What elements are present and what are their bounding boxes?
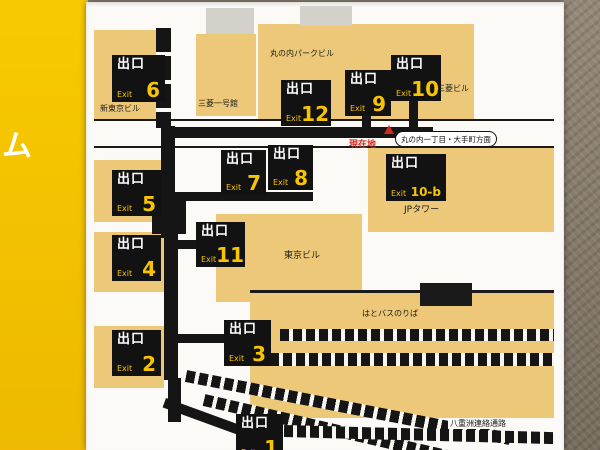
corridor-vertical-low	[164, 234, 178, 380]
building-gray-top-2	[300, 6, 352, 26]
side-panel-character: ム	[2, 129, 32, 164]
exit-en-label: Exit	[117, 90, 133, 99]
exit-jp-label: 出口	[273, 147, 302, 162]
exit-number: 7	[247, 171, 261, 195]
exit-number: 10	[411, 77, 439, 101]
label-hatobus: はとバスのりば	[362, 309, 418, 318]
exit-number: 10-b	[410, 185, 441, 199]
exit-en-label: Exit	[273, 178, 289, 187]
wall-texture	[564, 0, 600, 450]
corridor-stub-exit10	[409, 100, 418, 128]
exit-5-sign: 出口 Exit 5	[112, 170, 161, 216]
hatobus-edge-line	[250, 290, 554, 293]
corridor-exits-7-8	[171, 192, 313, 201]
exit-jp-label: 出口	[117, 172, 146, 187]
bus-terminal-structure	[420, 283, 472, 306]
exit-number: 9	[372, 92, 386, 116]
exit-4-sign: 出口 Exit 4	[112, 235, 161, 281]
exit-jp-label: 出口	[117, 57, 146, 72]
exit-1-sign: 出口 Exit 1	[236, 414, 283, 450]
exit-number: 6	[146, 78, 160, 102]
street-line-bottom	[94, 146, 554, 148]
yellow-side-panel: ム	[0, 0, 88, 450]
exit-number: 8	[294, 166, 308, 190]
exit-number: 3	[252, 342, 266, 366]
exit-7-sign: 出口 Exit 7	[221, 150, 266, 195]
exit-jp-label: 出口	[201, 224, 230, 239]
exit-jp-label: 出口	[286, 82, 315, 97]
corridor-horizontal-main	[171, 127, 433, 138]
exit-number: 12	[301, 102, 329, 126]
exit-en-label: Exit	[117, 204, 133, 213]
exit-jp-label: 出口	[117, 237, 146, 252]
exit-number: 11	[216, 243, 244, 267]
exit-en-label: Exit	[286, 114, 302, 123]
exit-en-label: Exit	[391, 189, 407, 198]
exit-en-label: Exit	[201, 255, 217, 264]
exit-en-label: Exit	[350, 104, 366, 113]
exit-6-sign: 出口 Exit 6	[112, 55, 165, 102]
label-mitsubishi-bldg: 三菱ビル	[437, 84, 469, 93]
exit-jp-label: 出口	[117, 332, 146, 347]
label-marunouchi-park: 丸の内パークビル	[270, 49, 334, 58]
passage-band-1	[280, 329, 554, 341]
direction-capsule: 丸の内一丁目・大手町方面	[395, 131, 497, 147]
passage-band-2	[231, 353, 554, 366]
exit-number: 5	[142, 192, 156, 216]
exit-en-label: Exit	[117, 269, 133, 278]
exit-jp-label: 出口	[241, 416, 270, 431]
current-location-marker	[384, 125, 394, 134]
exit-jp-label: 出口	[229, 322, 258, 337]
exit-en-label: Exit	[241, 449, 256, 450]
exit-number: 4	[142, 257, 156, 281]
corridor-stub-exit9	[362, 114, 371, 128]
label-shin-tokyo-bldg: 新東京ビル	[100, 104, 140, 113]
exit-en-label: Exit	[396, 89, 412, 98]
exit-jp-label: 出口	[350, 72, 379, 87]
label-tokyo-bldg: 東京ビル	[284, 251, 321, 261]
building-gray-top-1	[206, 8, 254, 34]
current-location-label: 現在地	[349, 140, 377, 150]
exit-en-label: Exit	[117, 364, 133, 373]
exit-2-sign: 出口 Exit 2	[112, 330, 161, 376]
exit-number: 1	[264, 436, 278, 450]
exit-3-sign: 出口 Exit 3	[224, 320, 271, 366]
exit-jp-label: 出口	[226, 152, 255, 167]
label-jp-tower: JPタワー	[404, 205, 440, 215]
exit-jp-label: 出口	[396, 57, 425, 72]
exit-number: 2	[142, 352, 156, 376]
exit-9-sign: 出口 Exit 9	[345, 70, 391, 116]
corridor-stub-exit3	[178, 334, 226, 343]
label-yaesu-passage: 八重洲連絡通路	[448, 419, 508, 429]
label-mitsubishi-ichigokan: 三菱一号館	[198, 99, 238, 108]
exit-en-label: Exit	[229, 354, 245, 363]
exit-jp-label: 出口	[391, 156, 420, 171]
exit-8-sign: 出口 Exit 8	[268, 145, 313, 190]
corridor-stub-exit11	[178, 240, 202, 249]
building-mitsubishi-ichigokan	[196, 34, 256, 116]
exit-en-label: Exit	[226, 183, 242, 192]
